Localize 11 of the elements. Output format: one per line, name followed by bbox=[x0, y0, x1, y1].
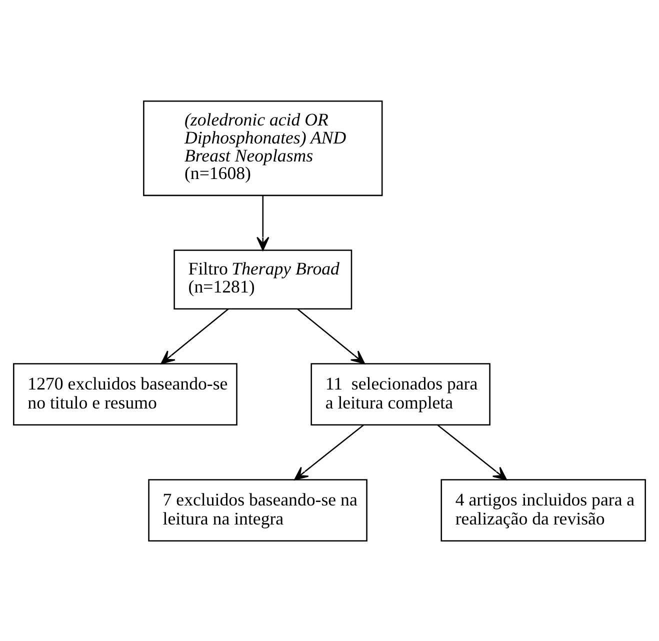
arrow bbox=[297, 308, 366, 364]
node-box: 4 artigos incluidos para a realização da revisão bbox=[440, 478, 646, 542]
node-box: 1270 excluidos baseando-se no titulo e resumo bbox=[13, 362, 238, 426]
arrow bbox=[437, 424, 508, 480]
node-box: 11 selecionados para a leitura completa bbox=[310, 362, 490, 426]
node-box: (zoledronic acid OR Diphosphonates) AND Breast Neoplasms (n=1608) bbox=[143, 100, 383, 196]
arrow bbox=[256, 195, 270, 250]
node-box: 7 excluidos baseando-se na leitura na integra bbox=[148, 478, 368, 542]
arrow bbox=[160, 308, 229, 364]
arrow bbox=[294, 424, 364, 480]
node-box: Filtro Therapy Broad (n=1281) bbox=[174, 249, 352, 310]
